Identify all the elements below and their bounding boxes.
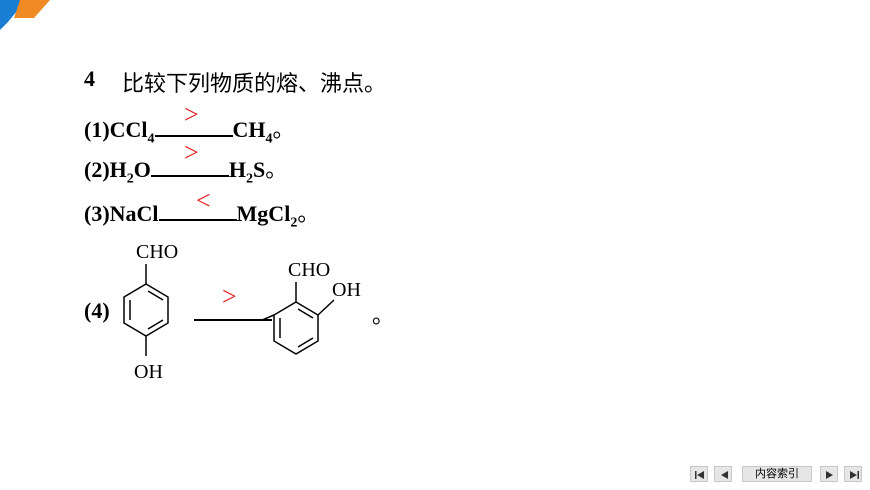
first-page-button[interactable] xyxy=(690,466,708,482)
last-page-button[interactable] xyxy=(844,466,862,482)
item-4-blank xyxy=(194,319,272,321)
right-cho-label: CHO xyxy=(288,259,330,281)
item-1-end: 。 xyxy=(272,118,295,143)
previous-page-button[interactable] xyxy=(714,466,732,482)
item-4-answer: > xyxy=(222,282,237,311)
item-1-blank xyxy=(154,117,233,137)
next-page-icon xyxy=(826,471,833,479)
corner-logo xyxy=(0,0,50,30)
item-2-right: H xyxy=(228,157,247,182)
item-1-sub: 4 xyxy=(147,131,155,147)
item-3-right-sub: 2 xyxy=(290,215,298,231)
left-cho-label: CHO xyxy=(136,241,178,263)
first-page-icon xyxy=(695,471,704,479)
item-2-blank xyxy=(150,157,229,177)
item-2-answer: > xyxy=(184,138,199,167)
item-3-answer: < xyxy=(196,186,211,215)
item-2-sub: 2 xyxy=(126,171,134,187)
right-oh-label: OH xyxy=(332,279,361,301)
item-4-end: 。 xyxy=(372,304,395,329)
item-2-right-sub: 2 xyxy=(246,171,254,187)
item-3-right: MgCl xyxy=(236,201,291,226)
question-number: 4 xyxy=(84,66,95,91)
item-3: (3)NaCl MgCl2。 xyxy=(84,196,319,231)
content-index-button[interactable]: 内容索引 xyxy=(742,466,812,482)
item-1-right-sub: 4 xyxy=(265,131,273,147)
item-1-right: CH xyxy=(232,117,266,142)
item-3-blank xyxy=(158,201,237,221)
item-3-end: 。 xyxy=(297,202,320,227)
last-page-icon xyxy=(850,471,859,479)
item-2-label: (2)H xyxy=(84,157,127,182)
p-hydroxybenzaldehyde-structure: CHO OH xyxy=(123,241,178,383)
item-1-label: (1)CCl xyxy=(84,117,148,142)
previous-page-icon xyxy=(721,471,728,479)
next-page-button[interactable] xyxy=(820,466,838,482)
item-1-answer: > xyxy=(184,100,199,129)
item-2-right-tail: S xyxy=(253,157,266,182)
item-4-label: (4) xyxy=(84,298,110,323)
item-2-tail: O xyxy=(133,157,151,182)
question-text: 比较下列物质的熔、沸点。 xyxy=(122,72,387,97)
item-3-label: (3)NaCl xyxy=(84,201,159,226)
left-oh-label: OH xyxy=(134,361,163,383)
item-2-end: 。 xyxy=(265,158,288,183)
o-hydroxybenzaldehyde-structure: CHO OH xyxy=(262,259,361,355)
